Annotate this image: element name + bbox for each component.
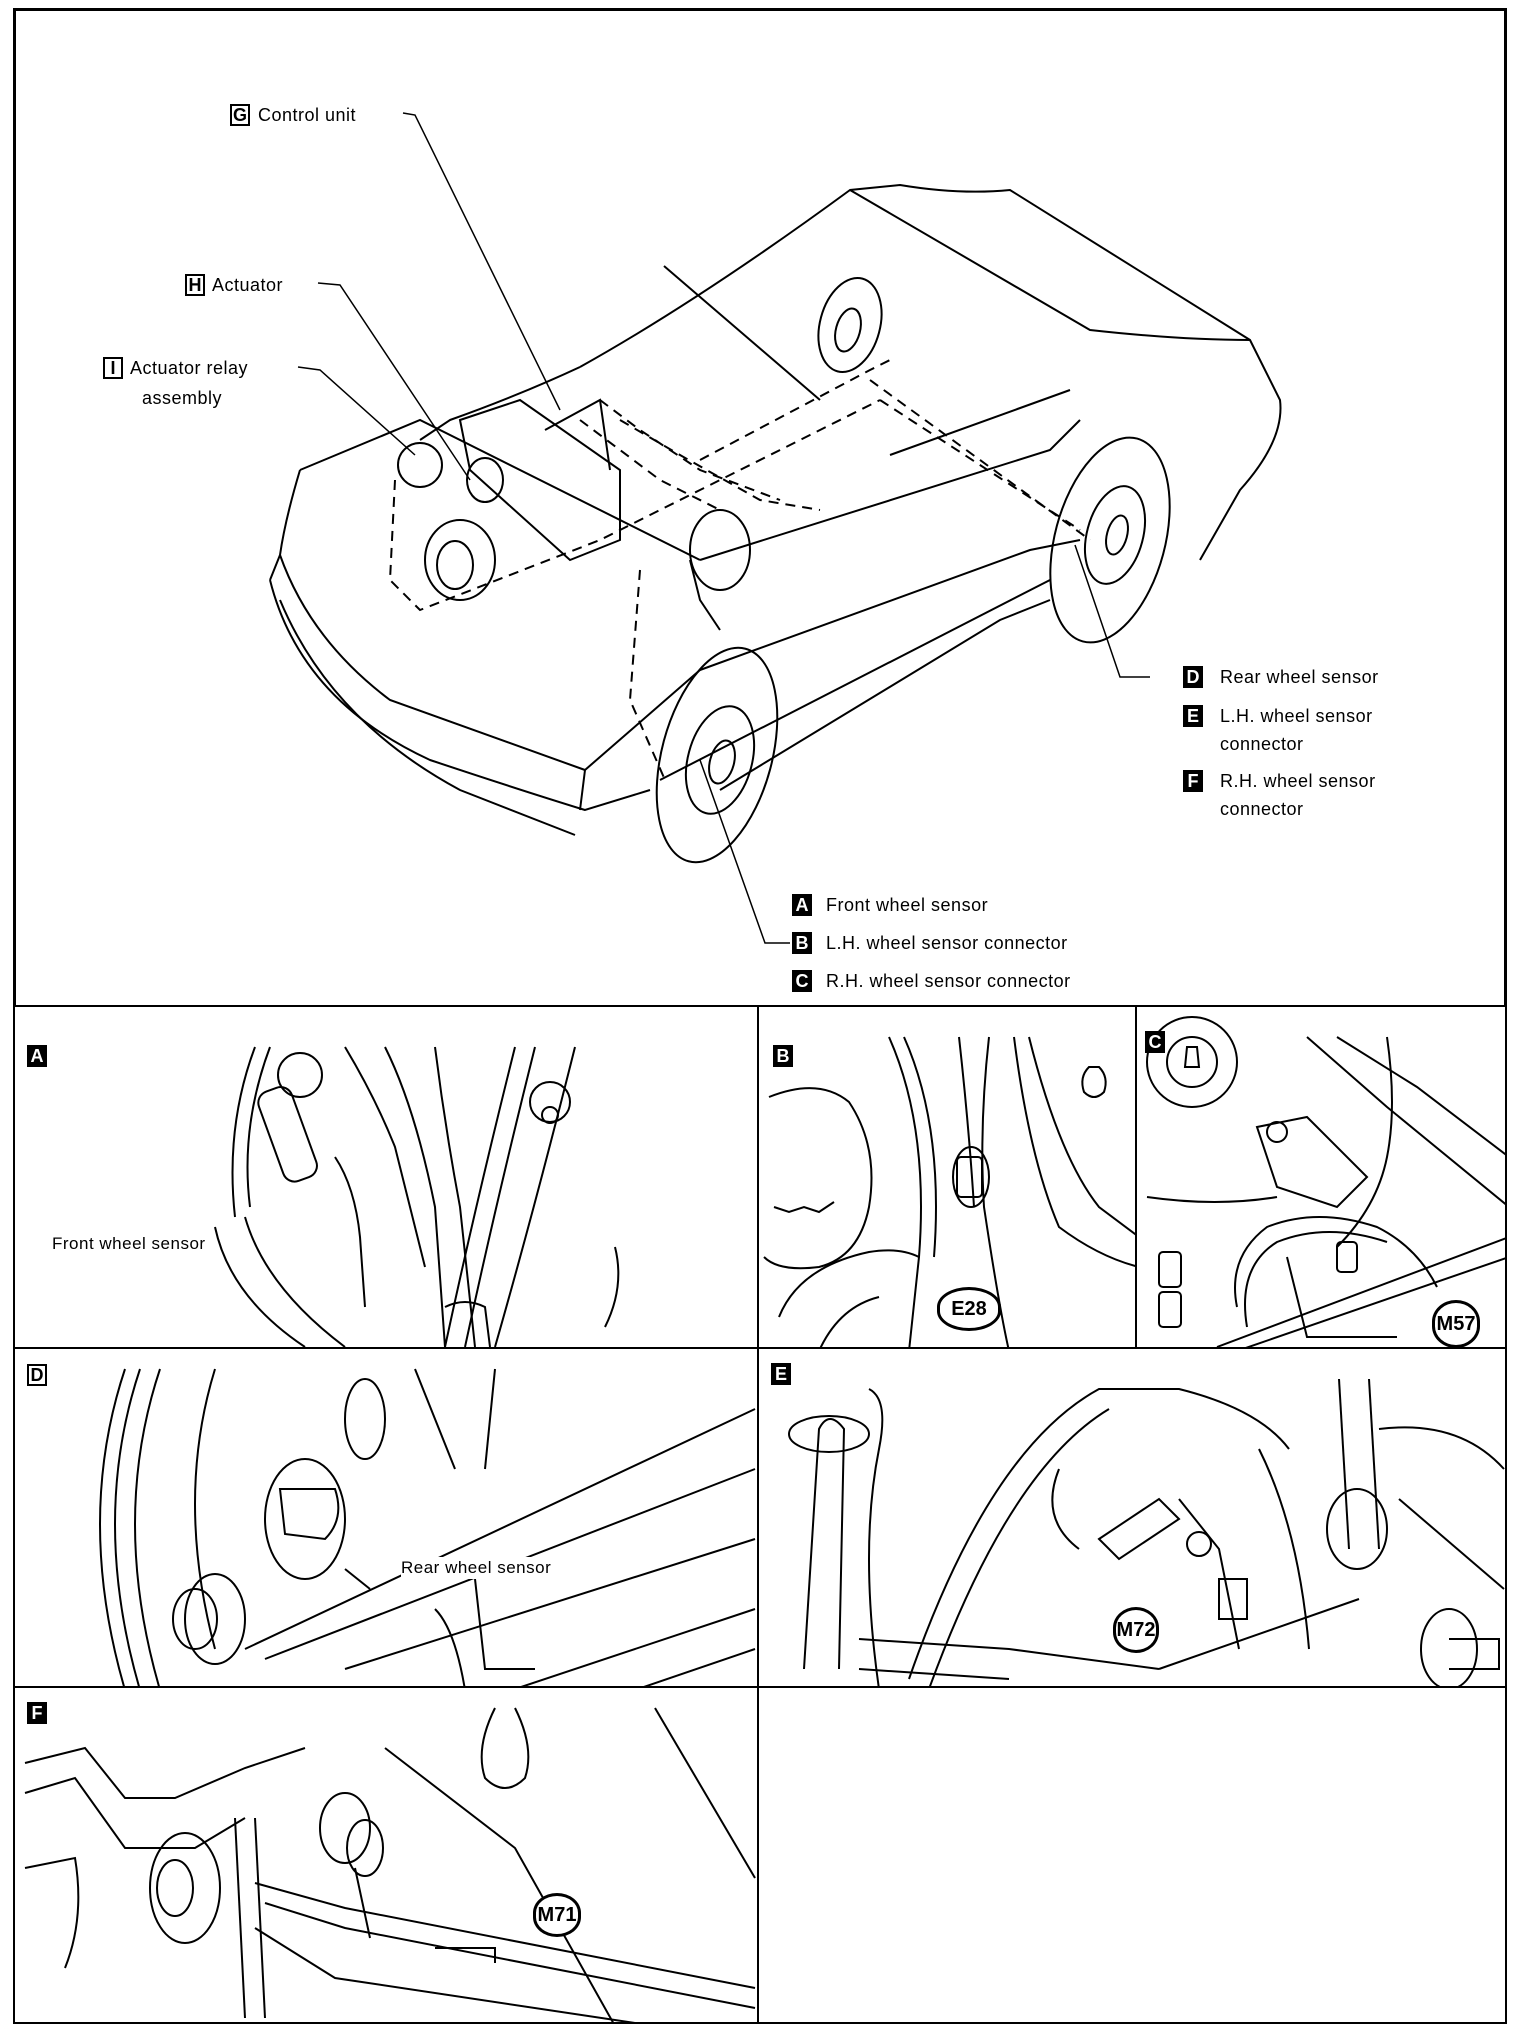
rh-connector-illustration [1146,1016,1505,1347]
label-control-unit: Control unit [258,105,357,125]
connector-m71: M71 [533,1893,581,1937]
label-actuator: Actuator [212,275,284,295]
tag-f: F [1183,770,1203,792]
label-lh-wheel-sensor-connector: L.H. wheel sensor connector [826,933,1068,953]
panel-e-lh-connector: E M72 [757,1347,1507,1688]
panel-c-rh-connector: C M57 [1135,1005,1507,1349]
label-rh-connector-line2: connector [1220,799,1304,819]
label-lh-connector-line2: connector [1220,734,1304,754]
panel-b-tag: B [773,1045,793,1067]
panel-b-lh-connector: B E28 [757,1005,1137,1349]
lh-rear-connector-illustration [788,1378,1505,1686]
label-lh-connector-line1: L.H. wheel sensor [1220,706,1373,726]
tag-i: I [103,357,123,379]
lh-connector-illustration [763,1036,1135,1347]
connector-m72: M72 [1113,1607,1159,1653]
panel-f-tag: F [27,1702,47,1724]
label-rh-wheel-sensor-connector: R.H. wheel sensor connector [826,971,1071,991]
label-actuator-relay-line1: Actuator relay [130,358,249,378]
panel-d-tag: D [27,1364,47,1386]
connector-e28: E28 [937,1287,1001,1331]
panel-d-rear-wheel-sensor: D Rear wheel sensor [13,1347,759,1688]
tag-a: A [792,894,812,916]
panel-c-tag: C [1145,1031,1165,1053]
car-illustration [269,112,1282,944]
label-rh-connector-line1: R.H. wheel sensor [1220,771,1376,791]
tag-h: H [185,274,205,296]
rear-wheel-sensor-illustration [99,1368,756,1686]
label-actuator-relay-line2: assembly [142,388,223,408]
panel-a-tag: A [27,1045,47,1067]
panel-f-rh-connector: F M71 [13,1686,759,2024]
panel-e-tag: E [771,1363,791,1385]
tag-e: E [1183,705,1203,727]
front-wheel-sensor-illustration [214,1046,620,1347]
panel-a-front-wheel-sensor: A Front wheel sensor [13,1005,759,1349]
tag-c: C [792,970,812,992]
label-rear-wheel-sensor: Rear wheel sensor [1220,667,1379,687]
panel-d-caption: Rear wheel sensor [401,1557,552,1579]
tag-g: G [230,104,250,126]
panel-empty [757,1686,1507,2024]
panel-a-caption: Front wheel sensor [52,1234,206,1253]
overview-diagram: G Control unit H Actuator I Actuator rel… [13,8,1507,1006]
tag-d: D [1183,666,1203,688]
tag-b: B [792,932,812,954]
connector-m57: M57 [1432,1300,1480,1347]
rh-rear-connector-illustration [24,1707,756,2022]
label-front-wheel-sensor: Front wheel sensor [826,895,989,915]
